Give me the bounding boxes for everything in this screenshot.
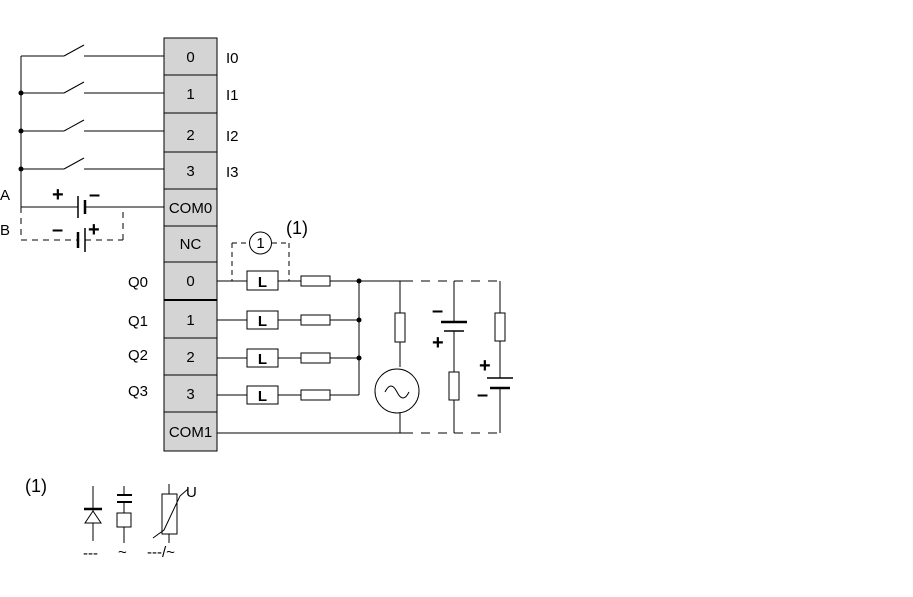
terminal-3: 3 <box>186 163 194 180</box>
terminal-block: 0 1 2 3 COM0 NC 0 1 2 3 COM1 <box>163 37 218 452</box>
legend-varistor-label: U <box>186 484 197 501</box>
terminal-com1: COM1 <box>169 424 212 441</box>
protection-note-ref: (1) <box>286 218 308 238</box>
dc1-plus-sign: + <box>432 332 444 354</box>
terminal-q1: 1 <box>186 312 194 329</box>
label-q2: Q2 <box>128 347 148 364</box>
coil-label-q0: L <box>258 274 267 291</box>
protection-circuit <box>231 231 290 281</box>
coil-label-q2: L <box>258 351 267 368</box>
supply-b-plus-sign: + <box>88 219 100 241</box>
label-q0: Q0 <box>128 274 148 291</box>
ac-supply <box>374 281 420 433</box>
input-junctions <box>18 90 24 172</box>
protection-ref-number: 1 <box>256 235 264 252</box>
output-junctions <box>356 278 362 361</box>
input-labels: I0 I1 I2 I3 <box>226 50 239 181</box>
label-i2: I2 <box>226 128 239 145</box>
legend-note-ref: (1) <box>25 476 47 496</box>
terminal-q2: 2 <box>186 349 194 366</box>
dc2-minus-sign: – <box>477 384 488 406</box>
dc2-plus-sign: + <box>479 355 491 377</box>
terminal-q3: 3 <box>186 386 194 403</box>
dc1-minus-sign: – <box>432 300 443 322</box>
dc-supply-negative-common <box>404 280 467 434</box>
terminal-com0: COM0 <box>169 200 212 217</box>
label-q3: Q3 <box>128 383 148 400</box>
output-wiring <box>217 270 404 434</box>
supply-a-label: A <box>0 187 10 204</box>
legend-dc-symbol: --- <box>83 545 98 562</box>
supply-b-label: B <box>0 222 10 239</box>
label-i3: I3 <box>226 164 239 181</box>
output-coil-labels: L L L L <box>258 274 267 405</box>
legend-rc <box>116 486 132 543</box>
terminal-nc: NC <box>180 236 202 253</box>
label-i0: I0 <box>226 50 239 67</box>
coil-label-q3: L <box>258 388 267 405</box>
supply-b-battery <box>20 207 124 252</box>
terminal-2: 2 <box>186 127 194 144</box>
label-i1: I1 <box>226 87 239 104</box>
input-wiring <box>20 44 164 207</box>
dc-supply-positive-common <box>454 280 513 434</box>
legend-ac-symbol: ~ <box>118 544 127 561</box>
supply-a-battery <box>21 196 164 218</box>
coil-label-q1: L <box>258 313 267 330</box>
legend-diode <box>84 486 102 541</box>
terminal-q0: 0 <box>186 273 194 290</box>
terminal-0: 0 <box>186 49 194 66</box>
terminal-1: 1 <box>186 86 194 103</box>
label-q1: Q1 <box>128 313 148 330</box>
supply-b-minus-sign: – <box>52 219 63 241</box>
legend-dc-ac-symbol: ---/~ <box>147 544 175 561</box>
legend-varistor <box>152 484 189 543</box>
supply-a-plus-sign: + <box>52 184 64 206</box>
supply-a-minus-sign: – <box>89 184 100 206</box>
output-labels: Q0 Q1 Q2 Q3 <box>128 274 148 400</box>
